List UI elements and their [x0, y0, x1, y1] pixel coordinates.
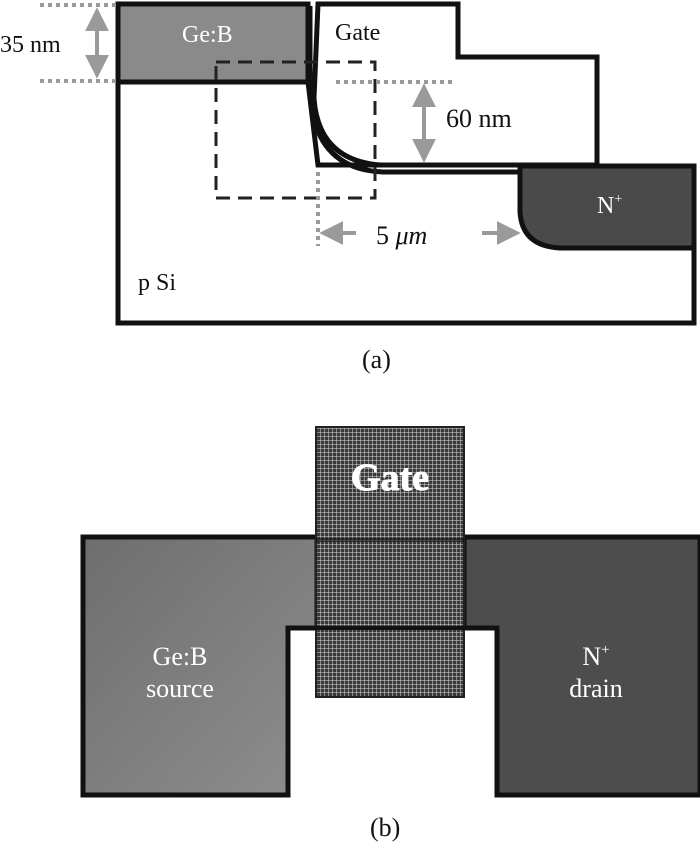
ge-b-label: Ge:B — [182, 22, 233, 48]
gate-label-b: Gate — [351, 457, 429, 499]
n-plus-base-b: N — [582, 642, 601, 671]
caption-a: (a) — [362, 345, 391, 374]
panel-b: Gate Ge:B source N+ drain (b) — [80, 426, 700, 842]
panel-a: 35 nm 60 nm 5 μm Ge:B Gate N+ p Si (a) — [0, 1, 697, 374]
drain-label-line2: drain — [569, 674, 622, 703]
gate-oxide-liner — [307, 6, 520, 175]
gate-body — [311, 1, 600, 168]
dim-5um-unit: μm — [395, 221, 428, 250]
gate-label-a: Gate — [335, 20, 380, 46]
n-plus-region — [517, 163, 697, 251]
source-label-line2: source — [146, 674, 214, 703]
dim-5um-value: 5 — [376, 221, 389, 250]
n-plus-sup-b: + — [601, 642, 609, 658]
dim-35-label: 35 nm — [0, 32, 61, 58]
zoom-box — [214, 60, 377, 200]
gate-region-b — [315, 426, 465, 698]
source-label-line1: Ge:B — [153, 642, 208, 671]
n-plus-label-a: N+ — [597, 192, 622, 219]
drain-label-line1: N+ — [582, 642, 609, 671]
dim-60-label: 60 nm — [446, 104, 512, 133]
caption-b: (b) — [370, 813, 400, 842]
n-plus-base-a: N — [597, 193, 614, 219]
p-si-label: p Si — [138, 270, 176, 296]
n-plus-sup-a: + — [614, 192, 622, 207]
ge-b-region — [115, 1, 311, 85]
dim-5um-label: 5 μm — [376, 221, 427, 250]
